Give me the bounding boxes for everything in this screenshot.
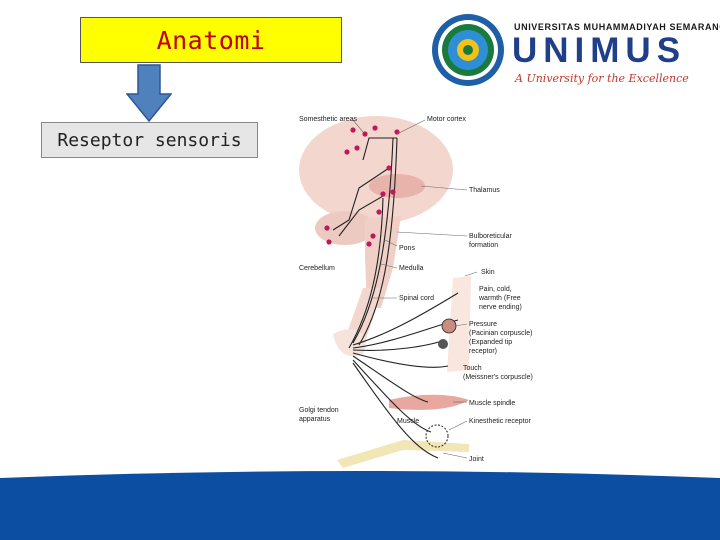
thalamus-shape (369, 174, 425, 198)
label-muscle-spindle: Muscle spindle (469, 400, 515, 407)
label-pain-nerve: nerve ending) (479, 304, 522, 311)
label-skin: Skin (481, 269, 495, 276)
label-motor-cortex: Motor cortex (427, 116, 466, 123)
label-bulboreticular: Bulboreticular (469, 233, 512, 240)
muscle-shape (389, 395, 469, 410)
label-joint: Joint (469, 456, 484, 463)
label-pacinian: (Pacinian corpuscle) (469, 330, 532, 337)
slide-title: Anatomi (157, 26, 266, 55)
label-somesthetic-areas: Somesthetic areas (299, 116, 357, 123)
label-touch: Touch (463, 365, 482, 372)
down-arrow-icon (126, 64, 172, 122)
label-receptor: receptor) (469, 348, 497, 355)
label-cerebellum: Cerebellum (299, 265, 335, 272)
university-tagline: A University for the Excellence (515, 72, 689, 85)
sensory-receptor-box: Reseptor sensoris (41, 122, 258, 158)
label-golgi-tendon: Golgi tendon (299, 407, 339, 414)
label-muscle: Muscle (397, 418, 419, 425)
label-pons: Pons (399, 245, 415, 252)
university-seal-logo (430, 12, 506, 88)
label-pain: Pain, cold, (479, 286, 512, 293)
label-thalamus: Thalamus (469, 187, 500, 194)
unimus-wordmark: UNIMUS (512, 33, 686, 68)
label-bulboreticular-formation: formation (469, 242, 498, 249)
label-golgi-apparatus: apparatus (299, 416, 331, 423)
label-pressure: Pressure (469, 321, 497, 328)
label-medulla: Medulla (399, 265, 424, 272)
title-box: Anatomi (80, 17, 342, 63)
label-spinal-cord: Spinal cord (399, 295, 434, 302)
meissner-corpuscle-shape (438, 339, 448, 349)
pacinian-corpuscle-shape (442, 319, 456, 333)
sensory-receptor-label: Reseptor sensoris (57, 130, 241, 151)
sensory-pathway-diagram: Somesthetic areas Motor cortex Thalamus … (293, 108, 563, 470)
label-expanded-tip: (Expanded tip (469, 339, 512, 346)
label-kinesthetic-receptor: Kinesthetic receptor (469, 418, 532, 425)
footer-band (0, 470, 720, 540)
brain-shape (299, 116, 453, 224)
label-pain-warmth: warmth (Free (478, 295, 521, 302)
label-meissner: (Meissner's corpuscle) (463, 374, 533, 381)
